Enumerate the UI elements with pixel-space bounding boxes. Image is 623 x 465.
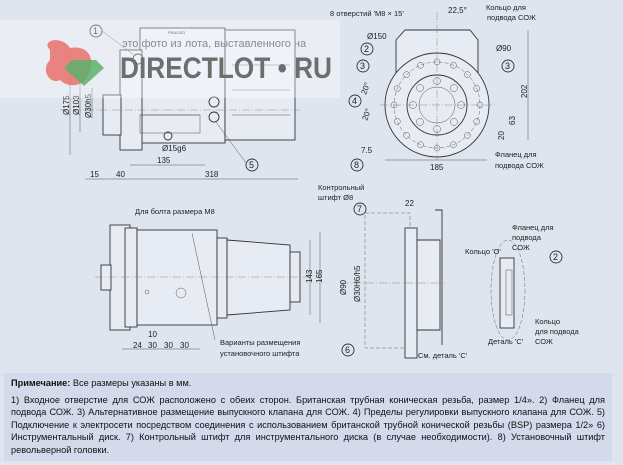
callout-7: 7 — [357, 204, 362, 214]
dim-202: 202 — [520, 84, 529, 98]
dim-165: 165 — [315, 269, 324, 283]
technical-drawing: PRAGATI Ø175 Ø103 Ø30h5 Ø15g6 135 15 40 … — [0, 3, 580, 360]
bolt-hole-icon — [450, 141, 457, 148]
dim-30-a: 30 — [148, 341, 157, 350]
bolt-hole-icon — [433, 58, 441, 66]
flange-label-line2: подвода СОЖ — [495, 161, 544, 170]
dim-22: 22 — [405, 199, 414, 208]
detail-c: Фланец для подвода СОЖ Кольцо 'O' 2 Коль… — [465, 223, 580, 346]
bolt-hole-icon — [464, 132, 471, 139]
watermark-caption: это фото из лота, выставленного на — [122, 38, 307, 50]
dim-d90-section: Ø90 — [339, 279, 348, 295]
dim-20: 20 — [497, 131, 506, 140]
note-heading: Примечание: — [11, 378, 71, 388]
bolt-hole-icon — [450, 118, 458, 126]
dim-d30h5: Ø30h5 — [84, 93, 93, 118]
control-pin-label-line1: Контрольный — [318, 183, 364, 192]
detail-ring-line1: Кольцо — [535, 317, 560, 326]
dim-185: 185 — [430, 163, 444, 172]
note-heading-rest: Все размеры указаны в мм. — [70, 378, 192, 388]
callout-8: 8 — [354, 160, 359, 170]
bolt-hole-icon — [416, 118, 424, 126]
dim-d90: Ø90 — [496, 44, 512, 53]
angle-20-lower: 20° — [360, 107, 373, 121]
bolt-hole-icon — [473, 118, 480, 125]
bolt-hole-icon — [394, 85, 401, 92]
dim-143: 143 — [305, 269, 314, 283]
bolt-hole-icon — [450, 62, 457, 69]
bolt-hole-icon — [409, 101, 417, 109]
watermark-brand: DIRECTLOT • RU — [120, 52, 332, 85]
bolt-hole-icon — [457, 101, 465, 109]
bolt-hole-icon — [403, 132, 410, 139]
dim-30-b: 30 — [164, 341, 173, 350]
dim-d175: Ø175 — [62, 95, 71, 115]
note-text: 1) Входное отверстие для СОЖ расположено… — [11, 394, 605, 455]
dim-d103: Ø103 — [72, 95, 81, 115]
holes-label: 8 отверстий 'M8 × 15' — [330, 9, 404, 18]
dim-135: 135 — [157, 156, 171, 165]
angle-20-upper: 20° — [359, 81, 372, 95]
nameplate-text: PRAGATI — [168, 30, 185, 35]
bolt-hole-icon — [403, 71, 410, 78]
dim-d150: Ø150 — [367, 32, 387, 41]
ring-label-line1: Кольцо для — [486, 3, 526, 12]
see-detail-c: См. деталь 'C' — [418, 351, 468, 360]
angle-22-5: 22,5° — [448, 6, 467, 15]
bolt-hole-icon — [394, 118, 401, 125]
ring-label-line2: подвода СОЖ — [487, 13, 536, 22]
bolt-label: Для болта размера M8 — [135, 207, 215, 216]
control-pin-label-line2: штифт Ø8 — [318, 193, 353, 202]
detail-flange-line2: подвода — [512, 233, 542, 242]
callout-5: 5 — [249, 160, 254, 170]
detail-flange-line1: Фланец для — [512, 223, 554, 232]
dim-d30h6h5: Ø30H6/h5 — [353, 265, 362, 302]
detail-ring-line3: СОЖ — [535, 337, 553, 346]
top-view: Для болта размера M8 143 165 10 24 30 30… — [95, 207, 324, 358]
note-heading-line: Примечание: Все размеры указаны в мм. — [11, 377, 605, 390]
detail-flange-line3: СОЖ — [512, 243, 530, 252]
gem-logo-icon — [64, 60, 104, 86]
callout-2: 2 — [364, 44, 369, 54]
detail-callout-2: 2 — [553, 252, 558, 262]
bolt-hole-icon — [433, 125, 441, 133]
detail-title: Деталь 'C' — [488, 337, 524, 346]
dim-10: 10 — [148, 330, 157, 339]
dim-d15g6: Ø15g6 — [162, 144, 187, 153]
bolt-hole-icon — [450, 84, 458, 92]
callout-3-left: 3 — [360, 61, 365, 71]
front-view: 8 отверстий 'M8 × 15' 22,5° Кольцо для п… — [330, 3, 544, 172]
note-panel: Примечание: Все размеры указаны в мм. 1)… — [4, 373, 612, 461]
detail-ring-line2: для подвода — [535, 327, 580, 336]
dim-30-c: 30 — [180, 341, 189, 350]
bolt-hole-icon — [473, 85, 480, 92]
dim-7-5: 7.5 — [361, 146, 373, 155]
dim-63: 63 — [508, 116, 517, 125]
bolt-hole-icon — [390, 101, 398, 109]
dim-24: 24 — [133, 341, 142, 350]
oring-label: Кольцо 'O' — [465, 247, 501, 256]
dim-40: 40 — [116, 170, 125, 179]
bolt-hole-icon — [464, 71, 471, 78]
pin-variants-line2: установочного штифта — [220, 349, 300, 358]
bolt-hole-icon — [416, 84, 424, 92]
callout-3-right: 3 — [505, 61, 510, 71]
side-view: PRAGATI Ø175 Ø103 Ø30h5 Ø15g6 135 15 40 … — [60, 24, 300, 180]
section-view: Контрольный штифт Ø8 22 Ø90 Ø30H6/h5 7 6… — [318, 183, 468, 360]
watermark: это фото из лота, выставленного на DIREC… — [0, 20, 340, 98]
callout-4: 4 — [352, 96, 357, 106]
dim-318: 318 — [205, 170, 219, 179]
bolt-hole-icon — [433, 144, 441, 152]
callout-1: 1 — [93, 26, 98, 36]
bolt-hole-icon — [417, 141, 424, 148]
dim-15: 15 — [90, 170, 99, 179]
callout-6: 6 — [345, 345, 350, 355]
pin-variants-line1: Варианты размещения — [220, 338, 300, 347]
flange-label-line1: Фланец для — [495, 150, 537, 159]
bolt-hole-icon — [433, 77, 441, 85]
bolt-hole-icon — [476, 101, 484, 109]
bolt-hole-icon — [417, 62, 424, 69]
